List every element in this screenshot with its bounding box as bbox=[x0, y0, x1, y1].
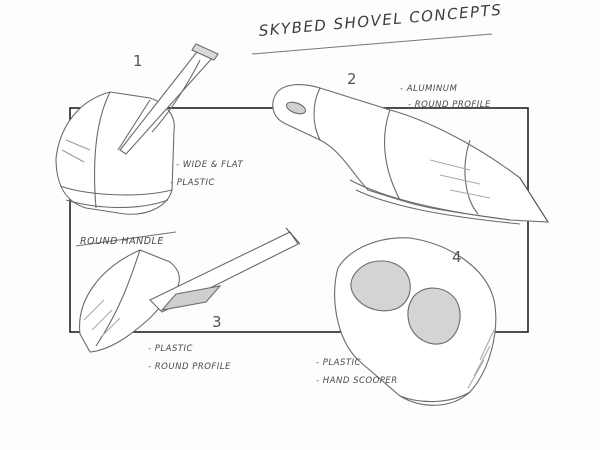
concept-1-note-2: - PLASTIC bbox=[170, 178, 215, 188]
concept-3-note-2: - ROUND PROFILE bbox=[148, 362, 231, 372]
title-underline bbox=[251, 33, 493, 55]
concept-2-note-1: - ALUMINUM bbox=[400, 84, 458, 94]
concept-1-shovel bbox=[55, 43, 219, 215]
concept-1-note-1: - WIDE & FLAT bbox=[176, 160, 244, 170]
concept-3-number: 3 bbox=[212, 313, 223, 331]
concept-2-note-2: - ROUND PROFILE bbox=[408, 100, 491, 110]
concept-4-number: 4 bbox=[452, 248, 463, 266]
concept-3-note-1: - PLASTIC bbox=[148, 344, 193, 354]
concept-4-note-1: - PLASTIC bbox=[316, 358, 361, 368]
concept-1-number: 1 bbox=[133, 52, 144, 70]
concept-4-scooper bbox=[334, 237, 497, 406]
concept-2-shovel bbox=[272, 84, 550, 225]
concept-4-note-2: - HAND SCOOPER bbox=[316, 376, 398, 386]
concept-3-shovel bbox=[75, 227, 301, 353]
concept-2-number: 2 bbox=[347, 70, 358, 88]
concept-3-heading: ROUND HANDLE bbox=[80, 236, 164, 247]
